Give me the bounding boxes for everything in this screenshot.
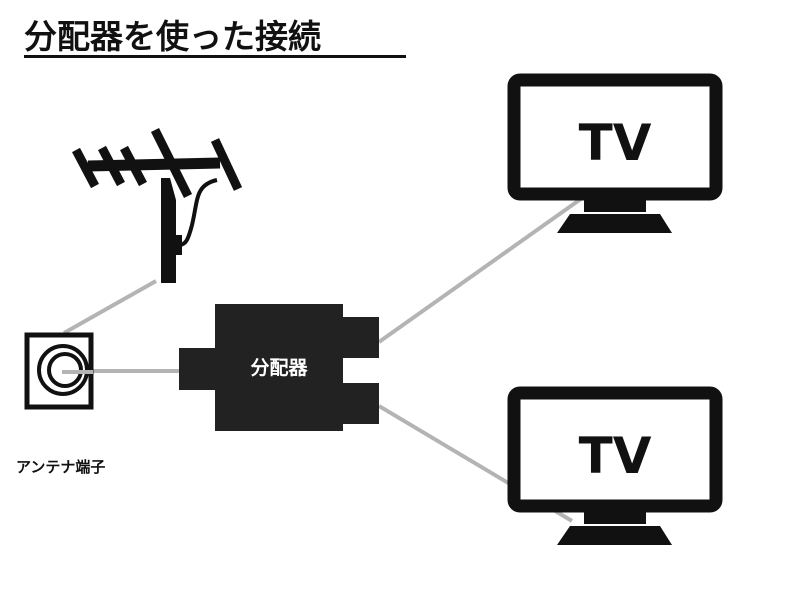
tv-bottom-label: TV <box>579 427 652 485</box>
splitter-body <box>215 304 343 431</box>
tv-top-neck <box>584 198 646 212</box>
title-underline <box>24 55 406 58</box>
splitter-label: 分配器 <box>250 357 308 379</box>
antenna-terminal-label: アンテナ端子 <box>16 458 105 476</box>
tv-bottom-base <box>557 526 672 545</box>
tv-top-base <box>557 214 672 233</box>
tv-icon <box>507 73 723 233</box>
tv-top-frame <box>507 73 723 201</box>
cable-antenna-to-terminal <box>63 279 157 335</box>
tv-bottom-neck <box>584 510 646 524</box>
tv-bottom-frame <box>507 386 723 513</box>
antenna-icon <box>72 127 243 283</box>
splitter <box>179 304 379 431</box>
cable-splitter-to-tv-top <box>377 194 587 344</box>
tv-icon <box>507 386 723 545</box>
splitter-output-port-2 <box>342 383 379 424</box>
diagram-title: 分配器を使った接続 <box>24 17 321 56</box>
antenna-terminal <box>24 332 94 410</box>
splitter-output-port-1 <box>342 317 379 358</box>
splitter-input-port <box>179 348 216 390</box>
tv-top-label: TV <box>579 114 652 172</box>
